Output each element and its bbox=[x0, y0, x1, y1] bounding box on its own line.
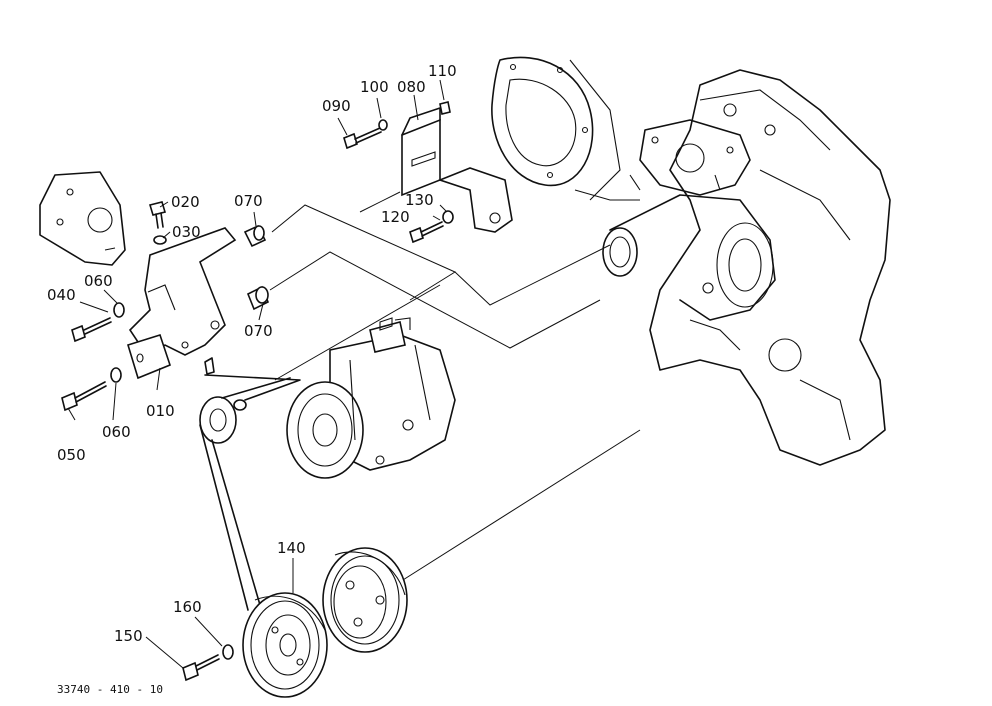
bolt-020 bbox=[148, 201, 167, 229]
bolt-150 bbox=[182, 654, 220, 682]
callout-080: 080 bbox=[397, 78, 426, 96]
callout-160: 160 bbox=[173, 598, 202, 616]
engine-mount-plate bbox=[39, 171, 126, 266]
washer-160 bbox=[222, 644, 234, 660]
callout-030: 030 bbox=[172, 223, 201, 241]
bolt-120 bbox=[409, 221, 444, 244]
callout-010: 010 bbox=[146, 402, 175, 420]
drive-belt bbox=[199, 377, 291, 611]
callout-020: 020 bbox=[171, 193, 200, 211]
crankshaft-pulley bbox=[322, 547, 408, 653]
callout-050: 050 bbox=[57, 446, 86, 464]
water-pump-housing bbox=[602, 119, 776, 321]
bolt-040 bbox=[71, 317, 112, 343]
alternator-bracket-010 bbox=[127, 227, 237, 380]
bolt-090 bbox=[343, 127, 382, 150]
washer-060-upper bbox=[113, 302, 125, 318]
callout-060-upper: 060 bbox=[84, 272, 113, 290]
callout-labels: 020 030 040 060 010 060 050 070 070 090 … bbox=[47, 62, 457, 645]
figure-number: 33740 - 410 - 10 bbox=[57, 683, 163, 696]
callout-060-lower: 060 bbox=[102, 423, 131, 441]
ac-compressor bbox=[286, 317, 456, 479]
belt-idler bbox=[199, 357, 301, 444]
callout-070-upper: 070 bbox=[234, 192, 263, 210]
pulley-140 bbox=[242, 592, 328, 698]
bolt-050 bbox=[61, 381, 107, 412]
washer-060-lower bbox=[110, 367, 122, 383]
collar-070-upper bbox=[243, 224, 267, 248]
callout-110: 110 bbox=[428, 62, 457, 80]
washer-130 bbox=[442, 210, 454, 224]
collar-070-lower bbox=[246, 285, 270, 311]
callout-100: 100 bbox=[360, 78, 389, 96]
callout-140: 140 bbox=[277, 539, 306, 557]
callout-090: 090 bbox=[322, 97, 351, 115]
callout-120: 120 bbox=[381, 208, 410, 226]
callout-040: 040 bbox=[47, 286, 76, 304]
callout-070-lower: 070 bbox=[244, 322, 273, 340]
callout-150: 150 bbox=[114, 627, 143, 645]
engine-block bbox=[649, 69, 891, 466]
callout-130: 130 bbox=[405, 191, 434, 209]
washer-100 bbox=[378, 119, 388, 131]
assembly-leader-lines bbox=[269, 189, 641, 586]
upper-bracket-080 bbox=[401, 101, 513, 233]
gear-case-flange bbox=[491, 56, 621, 201]
callout-leaders bbox=[67, 79, 448, 669]
